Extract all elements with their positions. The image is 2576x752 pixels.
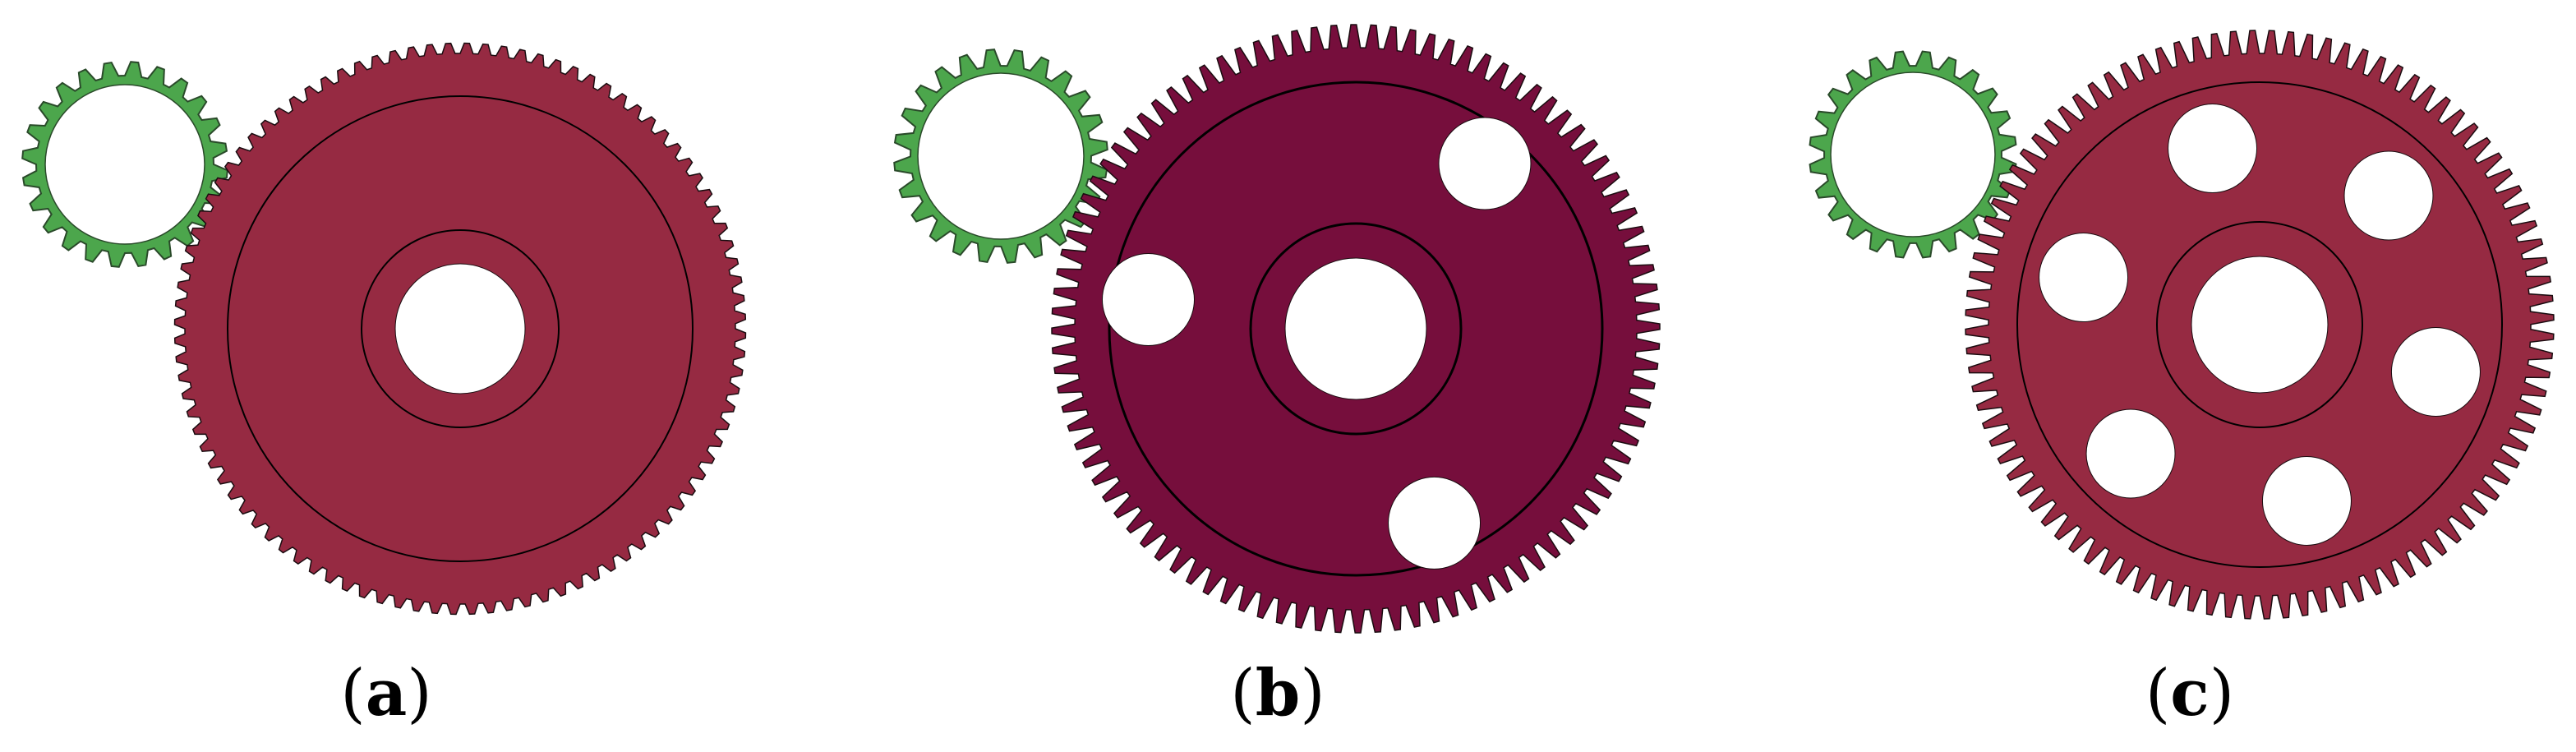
panel-a-pinion-bore: [44, 84, 205, 245]
panel-a-gear-bore: [394, 263, 526, 394]
panel-b-hole-group: [1101, 117, 1532, 570]
panel-b-caption: (b): [1230, 656, 1325, 731]
panel-c-gear-hub-line: [2156, 221, 2363, 428]
panel-c-lightening-hole: [2343, 150, 2434, 241]
panel-a: (a): [21, 42, 747, 731]
panel-b-lightening-hole: [1438, 117, 1532, 210]
panel-c-lightening-hole: [2085, 408, 2176, 499]
panel-c-gear-rim-line: [2016, 81, 2503, 568]
panel-b-pinion-bore: [917, 72, 1085, 240]
panel-c-lightening-hole: [2261, 455, 2352, 546]
panel-a-caption: (a): [340, 656, 431, 731]
panel-b-lightening-hole: [1388, 476, 1482, 570]
panel-b-gear-bore: [1284, 257, 1427, 400]
panel-c: (c): [1809, 30, 2555, 731]
panel-c-pinion-bore: [1830, 72, 1996, 238]
panel-b-gear-rim-line: [1108, 81, 1604, 577]
panel-c-lightening-hole: [2039, 233, 2129, 323]
panel-b-lightening-hole: [1101, 253, 1195, 347]
panel-a-gear-hub-line: [361, 229, 560, 428]
panel-b-caption-letter: b: [1256, 656, 1301, 731]
panel-b: (b): [893, 24, 1661, 731]
panel-c-caption-letter: c: [2170, 656, 2210, 731]
panel-c-hole-group: [2039, 104, 2481, 546]
panel-c-gear-bore: [2191, 256, 2329, 394]
panel-c-caption: (c): [2145, 656, 2234, 731]
panel-c-lightening-hole: [2168, 104, 2258, 194]
panel-a-gear-rim-line: [227, 95, 694, 562]
panel-a-caption-letter: a: [366, 656, 408, 731]
panel-b-gear-hub-line: [1249, 222, 1463, 436]
panel-c-lightening-hole: [2390, 326, 2481, 417]
